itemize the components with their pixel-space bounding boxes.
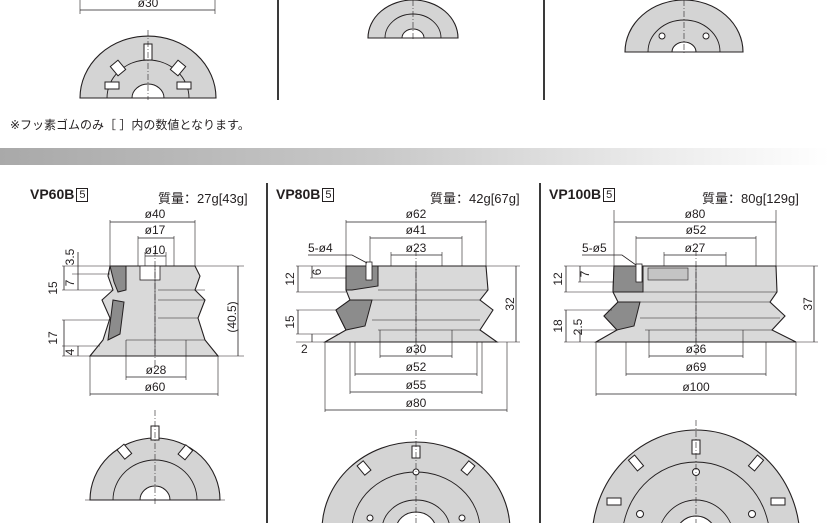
bottom-divider-1 xyxy=(266,183,268,523)
dim-holes: 5-ø4 xyxy=(308,241,333,255)
dim-h37: 37 xyxy=(801,297,815,311)
dim-h12: 12 xyxy=(551,272,565,286)
vp100b-drawing: ø80 ø52 ø27 5-ø5 12 7 18 2.5 37 ø36 ø69 … xyxy=(551,207,818,523)
top-dim-label: ø30 xyxy=(138,0,159,10)
dim-h7: 7 xyxy=(63,279,77,286)
model-badge: 5 xyxy=(322,188,335,202)
dim-d52: ø52 xyxy=(686,223,707,237)
dim-h7: 7 xyxy=(578,270,592,277)
dim-h12: 12 xyxy=(283,272,297,286)
weight-vp100b: 質量：80g[129g] xyxy=(702,191,799,206)
fluororubber-note: ※フッ素ゴムのみ［ ］内の数値となります。 xyxy=(10,118,250,132)
dim-h4: 4 xyxy=(63,348,77,355)
dim-h18: 18 xyxy=(551,319,565,333)
dim-d28: ø28 xyxy=(146,363,167,377)
dim-h6: 6 xyxy=(310,268,324,275)
dim-d27: ø27 xyxy=(685,241,706,255)
dim-d10: ø10 xyxy=(145,243,166,257)
weight-vp60b: 質量：27g[43g] xyxy=(158,191,248,206)
dim-d41: ø41 xyxy=(406,223,427,237)
dim-h2: 2 xyxy=(301,342,308,356)
dim-d23: ø23 xyxy=(406,241,427,255)
dim-d80: ø80 xyxy=(406,396,427,410)
top-divider-2 xyxy=(543,0,545,100)
dim-holes: 5-ø5 xyxy=(582,241,607,255)
top-divider-1 xyxy=(277,0,279,100)
dim-d40: ø40 xyxy=(145,207,166,221)
top-right-plan-view xyxy=(624,0,744,54)
dim-d80: ø80 xyxy=(685,207,706,221)
dim-h25: 2.5 xyxy=(571,318,585,335)
dim-d62: ø62 xyxy=(406,207,427,221)
weight-vp80b: 質量：42g[67g] xyxy=(430,191,520,206)
model-name: VP60B xyxy=(30,186,75,202)
top-left-plan-view xyxy=(79,30,217,100)
bottom-divider-2 xyxy=(539,183,541,523)
dim-d55: ø55 xyxy=(406,378,427,392)
dim-h32: 32 xyxy=(503,297,517,311)
vp60b-drawing: ø40 ø17 ø10 3.5 7 15 17 4 (40.5) ø28 ø60 xyxy=(46,207,244,505)
section-band xyxy=(0,148,830,165)
dim-d60: ø60 xyxy=(145,380,166,394)
vp80b-drawing: ø62 ø41 ø23 5-ø4 12 6 15 2 32 ø30 ø52 ø5… xyxy=(283,207,520,523)
model-badge: 5 xyxy=(603,188,616,202)
dim-d30: ø30 xyxy=(406,342,427,356)
top-left-dim: ø30 xyxy=(79,0,216,14)
dim-d52: ø52 xyxy=(406,360,427,374)
model-name: VP80B xyxy=(276,186,321,202)
dim-h405: (40.5) xyxy=(225,301,239,332)
dim-d36: ø36 xyxy=(686,342,707,356)
top-row-drawings: ø30 xyxy=(79,0,744,100)
dim-d69: ø69 xyxy=(686,360,707,374)
model-name: VP100B xyxy=(549,186,602,202)
dim-h35: 3.5 xyxy=(63,248,77,265)
model-badge: 5 xyxy=(76,188,89,202)
dim-h17: 17 xyxy=(46,331,60,345)
dim-h15: 15 xyxy=(46,281,60,295)
dim-d17: ø17 xyxy=(145,223,166,237)
dim-d100: ø100 xyxy=(682,380,710,394)
dim-h15: 15 xyxy=(283,315,297,329)
top-middle-plan-view xyxy=(367,0,459,40)
